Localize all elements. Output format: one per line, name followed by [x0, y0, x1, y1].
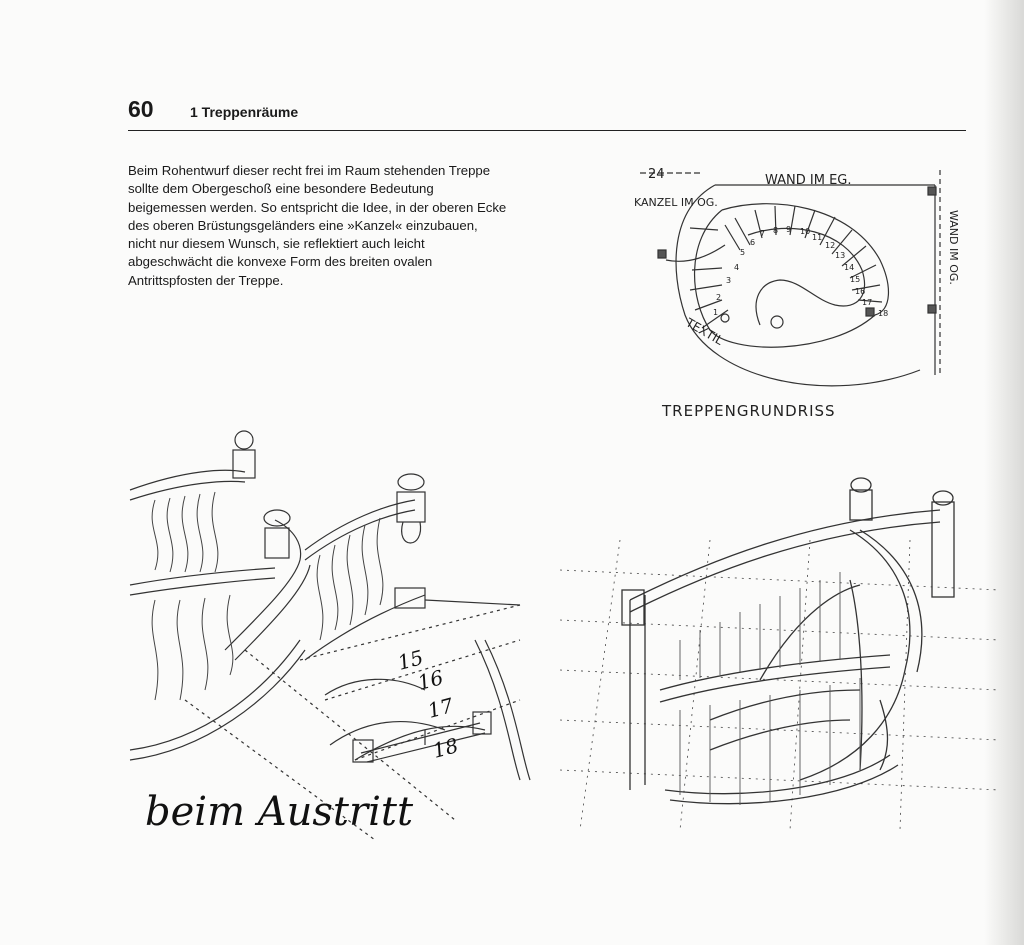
plan-label-wall-eg: WAND IM EG.	[765, 173, 852, 188]
plan-label-wall-og: WAND IM OG.	[947, 210, 960, 285]
plan-step-number: 14	[844, 263, 854, 272]
detail-step-number: 18	[430, 733, 461, 763]
plan-step-number: 11	[812, 233, 822, 242]
detail-step-number: 16	[415, 665, 446, 695]
plan-step-number: 17	[862, 298, 872, 307]
plan-step-number: 9	[786, 225, 791, 234]
detail-step-number: 17	[425, 693, 456, 723]
plan-step-number: 10	[800, 227, 810, 236]
plan-step-number: 1	[713, 308, 718, 317]
plan-step-number: 12	[825, 241, 835, 250]
plan-step-number: 18	[878, 309, 888, 318]
plan-step-number: 5	[740, 248, 745, 257]
plan-caption: TREPPENGRUNDRISS	[661, 402, 836, 420]
balustrade-detail-sketch: 15 16 17 18 beim Austritt	[129, 430, 531, 841]
plan-step-number: 8	[773, 226, 778, 235]
plan-step-number: 15	[850, 275, 860, 284]
plan-step-number: 4	[734, 263, 739, 272]
plan-step-number: 16	[855, 287, 865, 296]
page-number: 60	[128, 96, 154, 122]
plan-step-number: 13	[835, 251, 845, 260]
page-gutter-shadow	[984, 0, 1024, 945]
stair-floor-plan-sketch: 24 WAND IM EG. KANZEL IM OG. WAND IM OG.…	[634, 167, 960, 420]
plan-step-number: 3	[726, 276, 731, 285]
plan-step-number: 2	[716, 293, 721, 302]
handwritten-caption: beim Austritt	[145, 789, 414, 835]
page-header: 60 1 Treppenräume	[128, 96, 966, 131]
plan-label-kanzel: KANZEL IM OG.	[634, 196, 718, 209]
plan-step-number: 7	[760, 229, 765, 238]
plan-label-24: 24	[648, 167, 665, 182]
stair-perspective-sketch	[559, 477, 1001, 831]
plan-step-number: 6	[750, 238, 755, 247]
body-paragraph: Beim Rohentwurf dieser recht frei im Rau…	[128, 163, 507, 288]
chapter-title: 1 Treppenräume	[190, 104, 299, 120]
